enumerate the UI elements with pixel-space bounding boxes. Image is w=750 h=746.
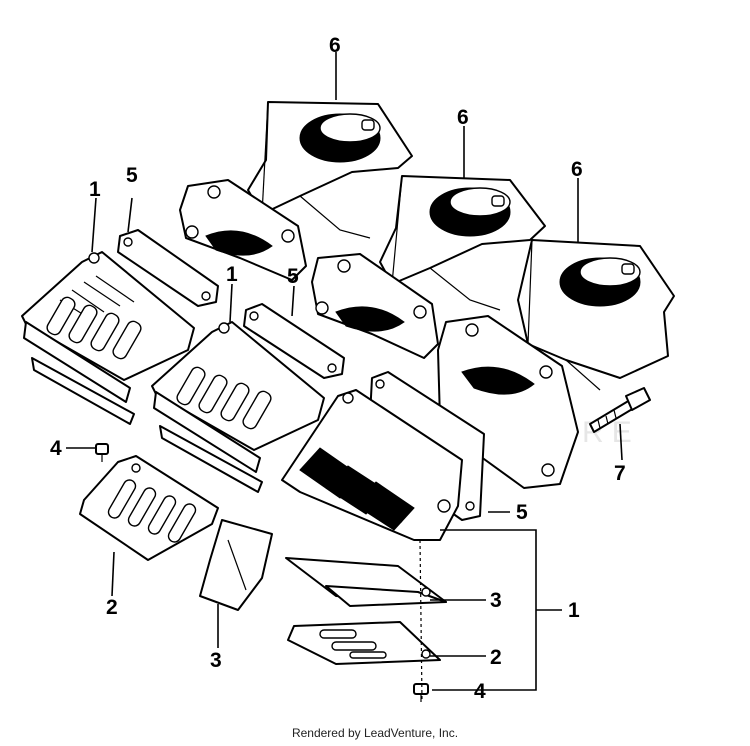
reed-valve-assembly-1	[21, 251, 195, 425]
intake-manifold-3	[517, 239, 675, 391]
gasket-1	[117, 229, 219, 307]
screw-bottom	[413, 683, 429, 702]
leader-lines	[66, 52, 623, 691]
gasket-2	[243, 303, 345, 379]
callout-2: 2	[106, 596, 118, 619]
callout-4: 4	[474, 680, 486, 703]
reed-valve-assembly-2	[151, 321, 325, 493]
bolt	[589, 387, 651, 433]
callout-2: 2	[490, 646, 502, 669]
callout-6: 6	[571, 158, 583, 181]
screw-left	[95, 443, 109, 462]
reed-valve-assembly-3	[281, 389, 463, 541]
reed-petal-right	[285, 557, 447, 607]
callout-5: 5	[287, 265, 299, 288]
reed-petal-left	[199, 519, 273, 611]
callout-5: 5	[516, 501, 528, 524]
reed-stop-plate-right	[287, 621, 441, 665]
reed-stop-plate-left	[79, 455, 219, 561]
manifold-flange-2	[311, 253, 439, 359]
callout-7: 7	[614, 462, 626, 485]
callout-6: 6	[457, 106, 469, 129]
callout-1: 1	[89, 178, 101, 201]
callout-1: 1	[226, 263, 238, 286]
callout-5: 5	[126, 164, 138, 187]
callout-6: 6	[329, 34, 341, 57]
callout-3: 3	[210, 649, 222, 672]
footer-credit: Rendered by LeadVenture, Inc.	[291, 726, 459, 740]
callout-1: 1	[568, 599, 580, 622]
callout-3: 3	[490, 589, 502, 612]
manifold-flange-1	[179, 179, 307, 281]
callout-4: 4	[50, 437, 62, 460]
intake-manifold-1	[247, 101, 413, 239]
intake-manifold-2	[379, 175, 546, 311]
